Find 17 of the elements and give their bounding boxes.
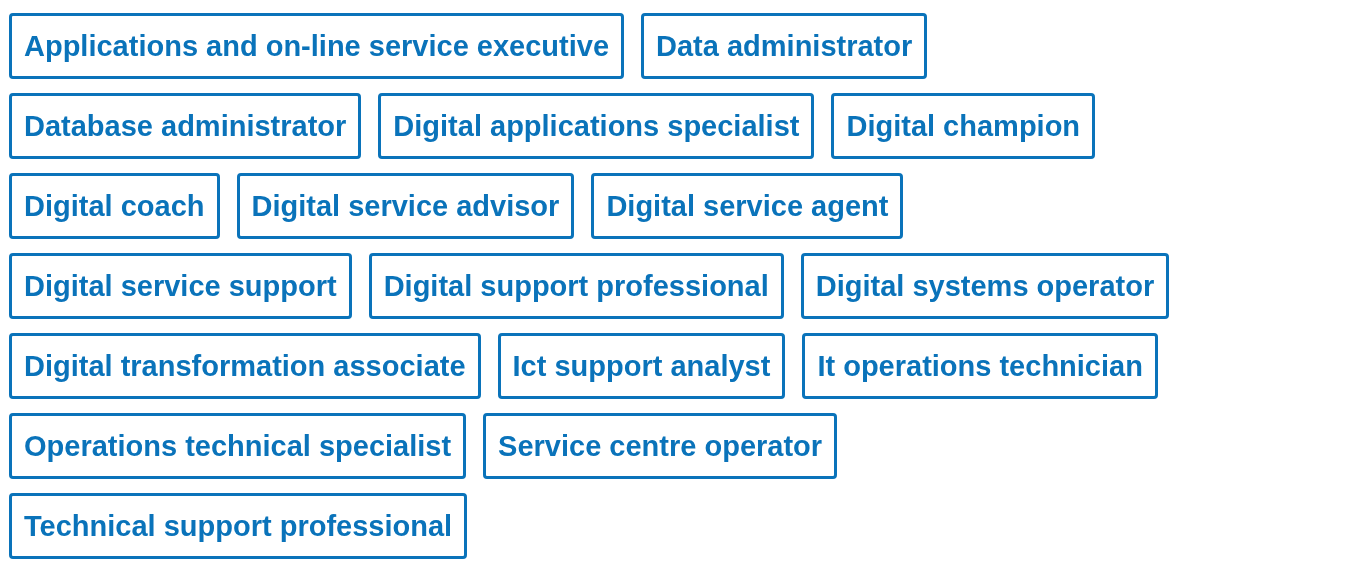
role-box: Technical support professional bbox=[9, 493, 468, 559]
role-box: Digital service agent bbox=[591, 173, 904, 239]
role-box: Digital service advisor bbox=[236, 173, 575, 239]
role-box: Ict support analyst bbox=[497, 333, 786, 399]
role-box: Digital support professional bbox=[368, 253, 784, 319]
role-box: Digital champion bbox=[831, 93, 1096, 159]
role-box: Digital coach bbox=[9, 173, 220, 239]
role-box: Applications and on-line service executive bbox=[9, 13, 625, 79]
role-box: Digital service support bbox=[9, 253, 352, 319]
role-box: It operations technician bbox=[802, 333, 1158, 399]
role-box: Digital transformation associate bbox=[9, 333, 481, 399]
role-box: Service centre operator bbox=[483, 413, 838, 479]
role-box: Digital applications specialist bbox=[378, 93, 815, 159]
role-box: Data administrator bbox=[641, 13, 928, 79]
role-box: Database administrator bbox=[9, 93, 362, 159]
role-box: Digital systems operator bbox=[800, 253, 1170, 319]
role-box: Operations technical specialist bbox=[9, 413, 467, 479]
